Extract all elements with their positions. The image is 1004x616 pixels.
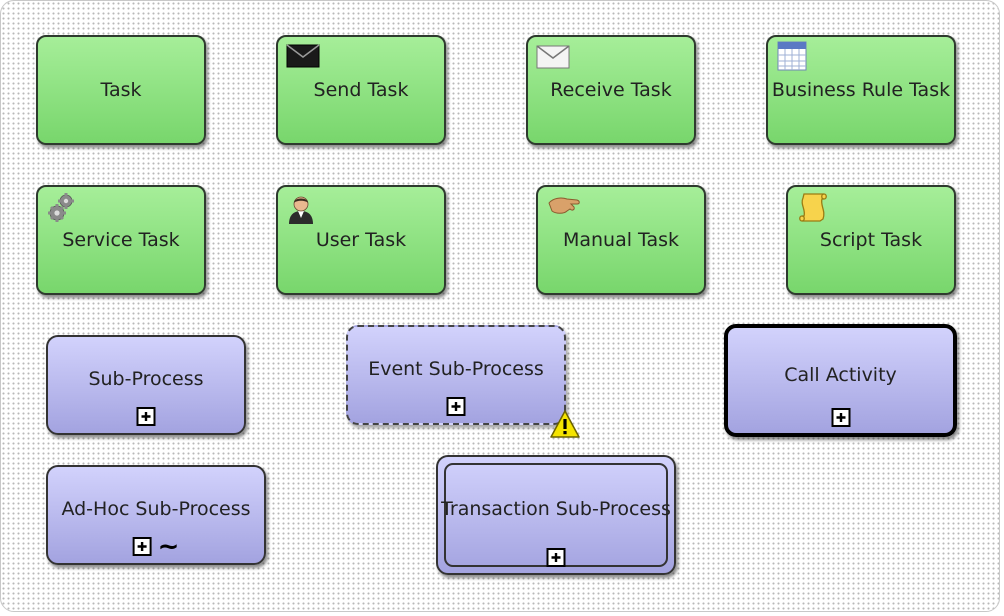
user-task-label: User Task — [315, 229, 407, 251]
task-node[interactable]: Task — [36, 35, 206, 145]
collapsed-marker[interactable] — [831, 408, 850, 427]
service-task-node[interactable]: Service Task — [36, 185, 206, 295]
hand-icon — [547, 195, 581, 222]
manual-task-label: Manual Task — [562, 229, 680, 251]
task-label: Task — [100, 79, 142, 101]
receive-task-label: Receive Task — [550, 79, 672, 101]
transaction-sub-process-label: Transaction Sub-Process — [441, 498, 671, 520]
warning-icon[interactable] — [550, 409, 580, 443]
table-icon — [777, 41, 807, 76]
script-task-label: Script Task — [819, 229, 923, 251]
collapsed-marker[interactable] — [136, 407, 156, 426]
event-sub-process-node[interactable]: Event Sub-Process — [346, 325, 566, 425]
collapsed-marker[interactable] — [546, 548, 566, 567]
envelope-outline-icon — [536, 45, 570, 74]
adhoc-sub-process-label: Ad-Hoc Sub-Process — [61, 498, 251, 520]
adhoc-sub-process-node[interactable]: Ad-Hoc Sub-Process ~ — [46, 465, 266, 565]
send-task-node[interactable]: Send Task — [276, 35, 446, 145]
service-task-label: Service Task — [62, 229, 180, 251]
user-icon — [287, 194, 315, 229]
event-sub-process-label: Event Sub-Process — [368, 358, 544, 380]
receive-task-node[interactable]: Receive Task — [526, 35, 696, 145]
scroll-icon — [796, 191, 830, 230]
transaction-sub-process-node[interactable]: Transaction Sub-Process — [436, 455, 676, 575]
script-task-node[interactable]: Script Task — [786, 185, 956, 295]
sub-process-node[interactable]: Sub-Process — [46, 335, 246, 435]
business-rule-task-node[interactable]: Business Rule Task — [766, 35, 956, 145]
plus-icon[interactable] — [831, 408, 850, 427]
manual-task-node[interactable]: Manual Task — [536, 185, 706, 295]
call-activity-label: Call Activity — [784, 363, 897, 386]
user-task-node[interactable]: User Task — [276, 185, 446, 295]
adhoc-marker[interactable]: ~ — [132, 531, 180, 562]
sub-process-label: Sub-Process — [88, 368, 204, 390]
tilde-icon: ~ — [157, 531, 180, 562]
plus-icon[interactable] — [546, 548, 566, 567]
call-activity-node[interactable]: Call Activity — [724, 324, 957, 437]
business-rule-task-label: Business Rule Task — [771, 79, 951, 101]
plus-icon[interactable] — [136, 407, 156, 426]
gears-icon — [48, 192, 76, 227]
send-task-label: Send Task — [313, 79, 409, 101]
collapsed-marker[interactable] — [446, 397, 466, 416]
plus-icon[interactable] — [132, 537, 152, 556]
plus-icon[interactable] — [446, 397, 466, 416]
envelope-filled-icon — [286, 44, 320, 73]
